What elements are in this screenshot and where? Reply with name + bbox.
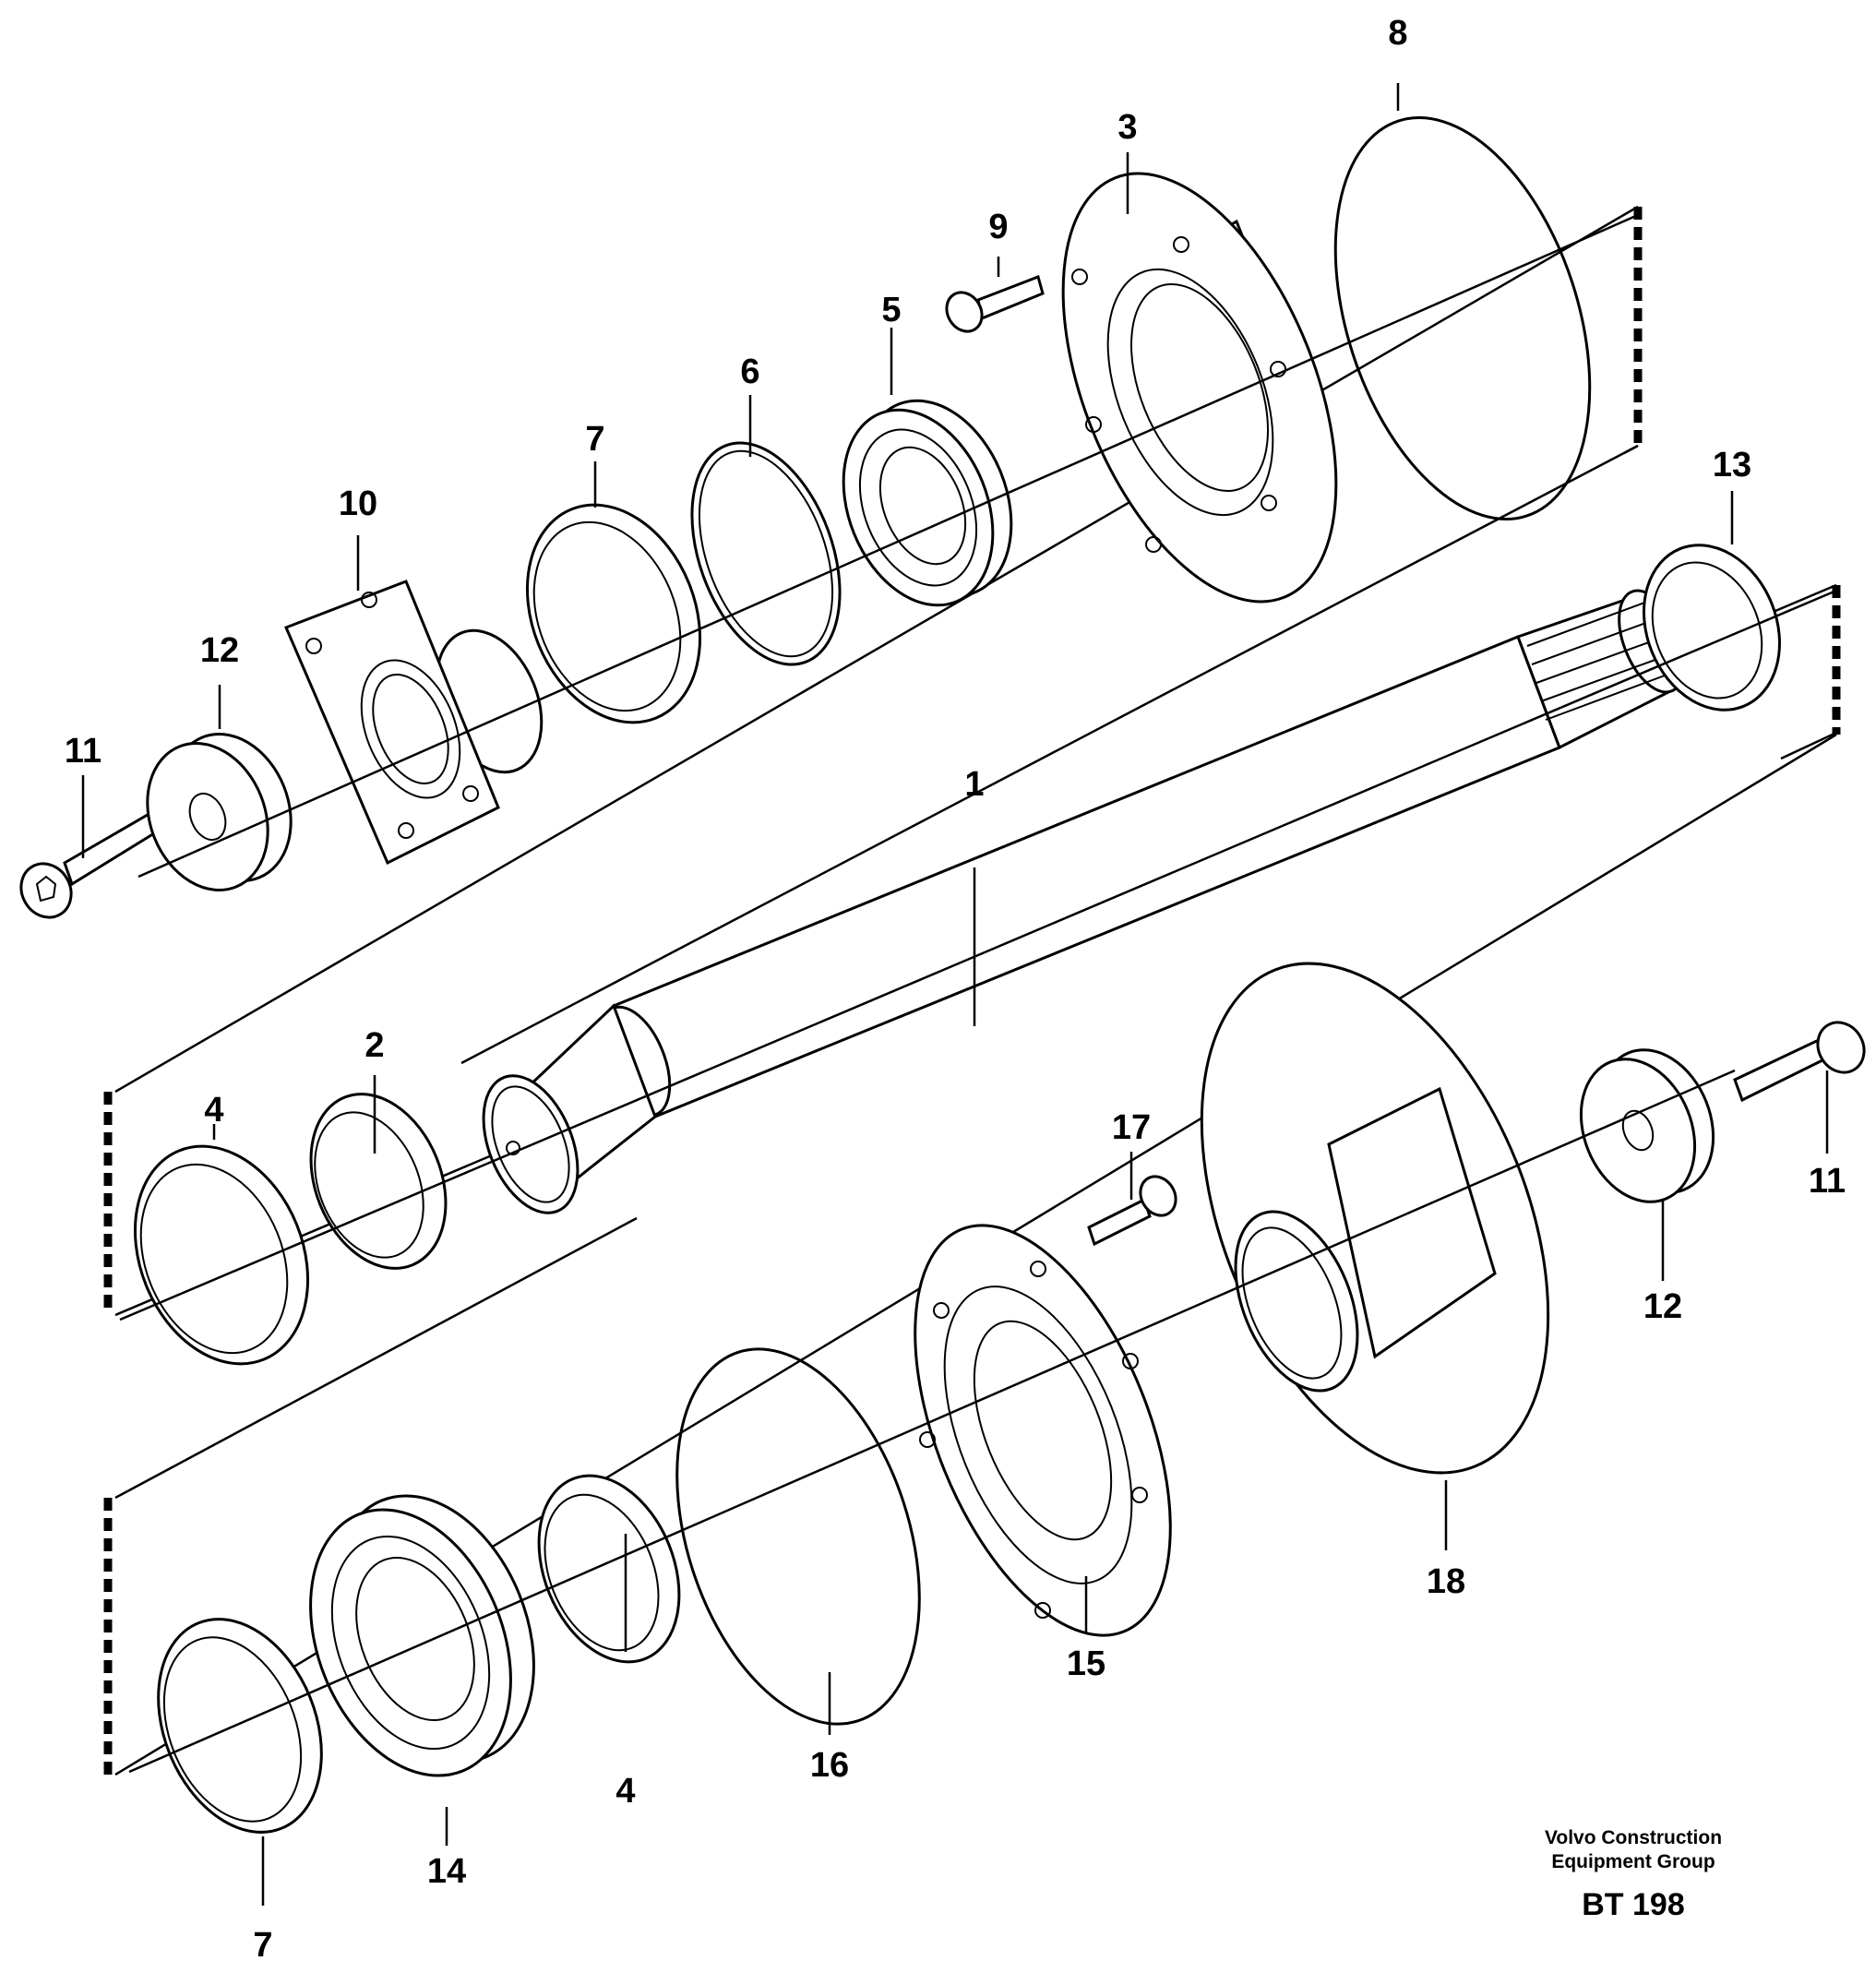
seal-ring-bottom — [157, 1618, 323, 1834]
part-labels: 1 2 3 4 4 5 6 7 7 8 9 10 11 11 12 12 13 … — [65, 14, 1846, 1965]
label-part-3: 3 — [1117, 108, 1137, 147]
bearing-housing-bottom — [914, 1224, 1172, 1637]
label-part-7-top: 7 — [585, 420, 604, 459]
label-part-15: 15 — [1067, 1644, 1105, 1683]
label-part-9: 9 — [988, 208, 1008, 246]
bearing-race-bottom — [537, 1474, 681, 1664]
label-part-4-middle: 4 — [204, 1091, 223, 1130]
bolt-top-left — [19, 809, 161, 919]
label-part-16: 16 — [810, 1746, 849, 1785]
bearing-race-middle — [309, 1093, 448, 1270]
label-part-17: 17 — [1112, 1108, 1151, 1147]
bolt-bottom-right — [1733, 1021, 1866, 1103]
leader-lines — [81, 83, 1829, 1906]
o-ring-top — [1333, 116, 1592, 520]
label-part-8: 8 — [1388, 14, 1407, 53]
drawing-code: BT 198 — [1582, 1887, 1685, 1922]
washer-top-left — [146, 733, 293, 891]
seal-ring-middle — [133, 1144, 310, 1366]
label-part-4-bottom: 4 — [615, 1772, 635, 1811]
label-part-11-left: 11 — [65, 732, 102, 771]
washer-bottom-right — [1579, 1048, 1715, 1203]
credit-line-1: Volvo Construction — [1545, 1827, 1722, 1848]
label-part-10: 10 — [339, 484, 377, 523]
seal-ring-right — [1643, 544, 1781, 711]
label-part-12-right: 12 — [1643, 1287, 1682, 1326]
companion-flange-disc — [1200, 962, 1550, 1475]
flange-yoke — [284, 580, 544, 866]
bearing-housing-top — [1061, 172, 1338, 604]
bearing-top — [842, 399, 1013, 607]
label-part-18: 18 — [1427, 1562, 1465, 1601]
bolt-top — [945, 275, 1045, 333]
label-part-5: 5 — [881, 291, 901, 329]
label-part-11-right: 11 — [1809, 1162, 1846, 1201]
assembly-axis-lines — [119, 213, 1837, 1774]
label-part-2: 2 — [364, 1026, 384, 1065]
label-part-12-left: 12 — [200, 631, 239, 670]
bolt-bottom — [1087, 1175, 1177, 1247]
label-part-7-bottom: 7 — [253, 1926, 272, 1965]
bearing-bottom — [309, 1494, 535, 1777]
retaining-ring — [690, 441, 842, 666]
o-ring-bottom — [675, 1347, 921, 1726]
label-part-13: 13 — [1713, 446, 1751, 484]
seal-ring-top — [525, 503, 702, 724]
label-part-14: 14 — [427, 1852, 466, 1891]
label-part-1: 1 — [964, 765, 984, 804]
label-part-6: 6 — [740, 353, 759, 391]
credit-block: Volvo Construction Equipment Group BT 19… — [1545, 1827, 1722, 1922]
credit-line-2: Equipment Group — [1551, 1851, 1715, 1872]
